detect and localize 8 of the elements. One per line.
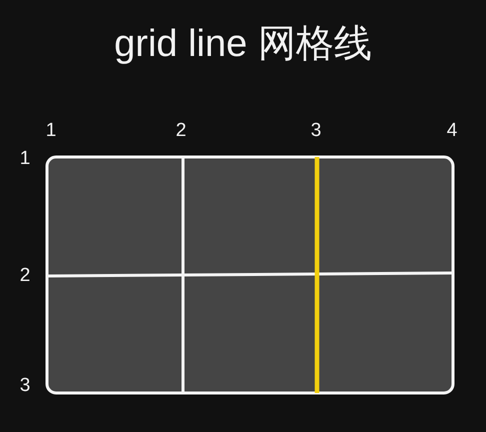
grid-line-number: 1 bbox=[44, 120, 58, 142]
grid-line-number: 4 bbox=[446, 120, 458, 142]
grid-line-number: 3 bbox=[310, 120, 322, 142]
grid-line-number: 2 bbox=[18, 265, 32, 287]
grid-line-number: 3 bbox=[18, 375, 32, 397]
grid-line-number: 2 bbox=[174, 120, 188, 142]
grid-line-number: 1 bbox=[18, 148, 32, 170]
title: grid line 网格线 bbox=[114, 22, 372, 67]
